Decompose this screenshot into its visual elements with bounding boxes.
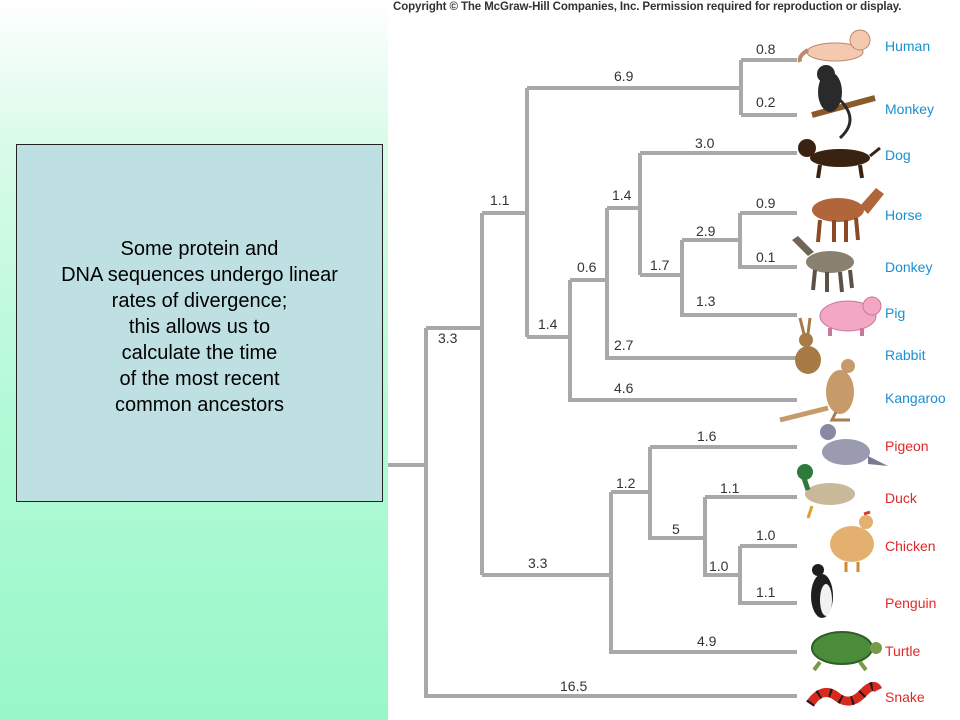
taxon-label: Duck	[885, 490, 918, 506]
note-line: DNA sequences undergo linear	[61, 264, 338, 286]
taxon-label: Monkey	[885, 101, 934, 117]
note-line: this allows us to	[128, 316, 271, 338]
branch-length-label: 1.1	[490, 192, 510, 208]
kangaroo-icon	[779, 359, 855, 423]
branch-sauropsid-split	[609, 492, 797, 654]
taxon-label: Turtle	[885, 643, 920, 659]
tree-branches	[388, 58, 797, 698]
monkey-icon	[811, 65, 876, 140]
branch-length-label: 4.6	[614, 380, 634, 396]
branch-length-label: 1.4	[612, 187, 632, 203]
taxon-label: Horse	[885, 207, 923, 223]
branch-length-label: 6.9	[614, 68, 634, 84]
dog-icon	[798, 139, 881, 179]
branch-length-label: 16.5	[560, 678, 587, 694]
branch-root-split	[424, 328, 797, 698]
branch-length-label: 1.3	[696, 293, 716, 309]
branch-length-label: 4.9	[697, 633, 717, 649]
branch-ungulate-split	[680, 240, 797, 317]
branch-length-label: 3.3	[528, 555, 548, 571]
note-text: Some protein and DNA sequences undergo l…	[61, 236, 338, 418]
left-panel: Some protein and DNA sequences undergo l…	[0, 0, 388, 720]
branch-length-label: 1.6	[697, 428, 717, 444]
taxon-label: Dog	[885, 147, 911, 163]
branch-length-label: 1.4	[538, 316, 558, 332]
branch-length-label: 5	[672, 521, 680, 537]
branch-length-label: 1.0	[756, 527, 776, 543]
taxon-label: Penguin	[885, 595, 936, 611]
duck-icon	[797, 464, 855, 519]
note-box: Some protein and DNA sequences undergo l…	[16, 144, 383, 502]
donkey-icon	[792, 236, 854, 293]
branch-length-label: 1.1	[720, 480, 740, 496]
taxon-label: Rabbit	[885, 347, 926, 363]
branch-length-label: 0.6	[577, 259, 597, 275]
human-icon	[797, 29, 871, 63]
branch-length-label: 0.8	[756, 41, 776, 57]
chicken-icon	[830, 510, 874, 572]
taxon-labels: Human Monkey Dog Horse Donkey Pig Rabbit…	[885, 38, 946, 705]
branch-length-label: 1.1	[756, 584, 776, 600]
branch-length-label: 1.7	[650, 257, 670, 273]
branch-length-label: 3.3	[438, 330, 458, 346]
rabbit-icon	[795, 317, 821, 374]
branch-eutheria-split	[568, 280, 797, 402]
branch-length-label: 0.9	[756, 195, 776, 211]
copyright-notice: Copyright © The McGraw-Hill Companies, I…	[393, 1, 902, 13]
note-line: Some protein and	[120, 238, 279, 260]
branch-bird-split	[648, 447, 705, 540]
turtle-icon	[811, 631, 882, 672]
branch-length-label: 0.1	[756, 249, 776, 265]
animal-icons	[779, 29, 888, 707]
taxon-label: Kangaroo	[885, 390, 946, 406]
branch-length-label: 3.0	[695, 135, 715, 151]
branch-duck-split	[703, 497, 740, 577]
branch-length-label: 0.2	[756, 94, 776, 110]
note-line: of the most recent	[119, 368, 280, 390]
taxon-label: Donkey	[885, 259, 932, 275]
horse-icon	[812, 188, 884, 243]
note-line: calculate the time	[121, 342, 278, 364]
taxon-label: Snake	[885, 689, 925, 705]
pig-icon	[819, 296, 882, 336]
branch-length-label: 1.2	[616, 475, 636, 491]
branch-length-label: 2.9	[696, 223, 716, 239]
branch-equid-split	[738, 213, 797, 269]
taxon-label: Pigeon	[885, 438, 929, 454]
taxon-label: Human	[885, 38, 930, 54]
branch-length-labels: 0.8 0.2 6.9 3.0 0.9 0.1 2.9 1.3 1.7 1.4 …	[438, 41, 776, 694]
branch-galliform-split	[738, 546, 797, 605]
pigeon-icon	[820, 424, 888, 466]
snake-icon	[806, 682, 883, 707]
taxon-label: Chicken	[885, 538, 936, 554]
note-line: common ancestors	[115, 394, 284, 416]
branch-placental-split	[605, 208, 797, 360]
branch-length-label: 1.0	[709, 558, 729, 574]
note-line: rates of divergence;	[111, 290, 288, 312]
branch-length-label: 2.7	[614, 337, 634, 353]
penguin-icon	[811, 564, 833, 618]
taxon-label: Pig	[885, 305, 905, 321]
